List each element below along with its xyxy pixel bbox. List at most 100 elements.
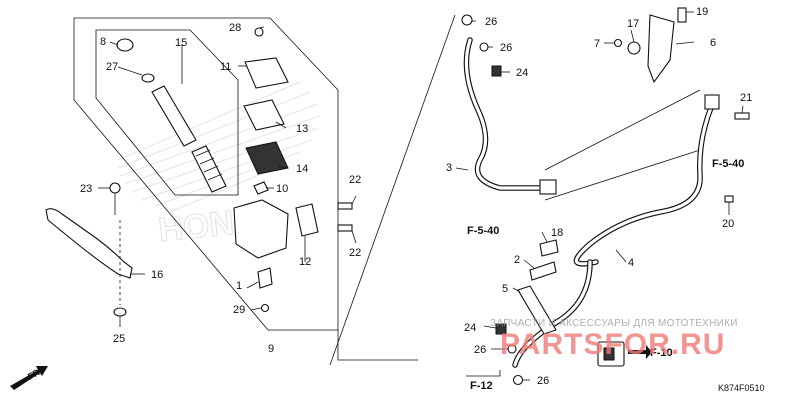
ref-f540-left: F-5-40 bbox=[467, 225, 499, 237]
callout-18: 18 bbox=[551, 227, 563, 239]
callout-26b: 26 bbox=[500, 42, 512, 54]
spring-coils bbox=[195, 149, 223, 181]
callout-11: 11 bbox=[220, 61, 231, 73]
piston-spring bbox=[191, 145, 227, 193]
link-line-to-hose bbox=[337, 330, 418, 361]
lever-pivot-bolt-head bbox=[109, 182, 121, 194]
divider-line bbox=[329, 14, 456, 366]
watermark-logo: PARTSFOR.RU bbox=[500, 328, 725, 361]
switch-screw bbox=[260, 303, 270, 313]
sealing-washer-bottom bbox=[512, 374, 524, 386]
callout-4: 4 bbox=[628, 257, 634, 269]
guide-line-lower bbox=[544, 149, 701, 201]
callout-21: 21 bbox=[740, 92, 752, 104]
callout-12: 12 bbox=[299, 256, 311, 268]
reservoir-cap bbox=[244, 57, 289, 89]
sealing-washer-top bbox=[461, 14, 473, 26]
ref-f540-right: F-5-40 bbox=[712, 158, 744, 170]
bracket-screw bbox=[677, 7, 687, 23]
hose-clamp-plate bbox=[517, 285, 557, 335]
master-cylinder-body bbox=[233, 199, 289, 259]
master-cylinder-frame bbox=[73, 17, 339, 331]
callout-7: 7 bbox=[594, 38, 600, 50]
diagram-code: K874F0510 bbox=[718, 383, 765, 393]
clamp-bolt-20 bbox=[724, 195, 734, 203]
hose-upper-fitting bbox=[704, 94, 720, 110]
oil-bolt-bottom bbox=[495, 323, 507, 335]
callout-17: 17 bbox=[627, 18, 639, 30]
brake-hoses bbox=[461, 7, 750, 386]
hose-clip bbox=[539, 239, 559, 257]
honda-watermark: HONDA bbox=[117, 81, 321, 250]
f10-arrow-icon bbox=[628, 345, 652, 359]
ref-f10: F-10 bbox=[650, 347, 673, 359]
sealing-washer-2 bbox=[479, 42, 489, 52]
f12-bracket bbox=[466, 370, 501, 377]
diaphragm bbox=[245, 141, 289, 175]
brake-lever-assembly bbox=[45, 182, 133, 317]
callout-26a: 26 bbox=[485, 16, 497, 28]
callout-5: 5 bbox=[502, 283, 508, 295]
watermark-tagline: ЗАПЧАСТИ И АКСЕССУАРЫ ДЛЯ МОТОТЕХНИКИ bbox=[490, 318, 738, 329]
piston bbox=[151, 85, 197, 147]
leader-lines bbox=[98, 11, 744, 381]
diaphragm-plate bbox=[243, 99, 285, 131]
cross-references: F-5-40 F-5-40 F-10 F-12 bbox=[466, 158, 744, 392]
guide-line-upper bbox=[544, 89, 701, 171]
callout-26c: 26 bbox=[474, 344, 486, 356]
piston-kit bbox=[116, 38, 227, 193]
piston-kit-frame bbox=[95, 29, 239, 196]
front-direction-indicator: FR. bbox=[10, 366, 48, 390]
callouts: 1 2 3 4 5 6 7 8 9 10 11 12 13 14 15 16 1… bbox=[80, 6, 752, 387]
callout-23: 23 bbox=[80, 183, 92, 195]
callout-2: 2 bbox=[514, 254, 520, 266]
callout-29: 29 bbox=[233, 304, 245, 316]
float-clip bbox=[253, 181, 269, 195]
reservoir-parts bbox=[233, 27, 353, 313]
callout-25: 25 bbox=[113, 333, 125, 345]
mc-holder bbox=[295, 203, 319, 237]
circlip bbox=[141, 73, 155, 83]
callout-9: 9 bbox=[268, 343, 274, 355]
brake-switch bbox=[257, 267, 273, 289]
assembly-frames bbox=[73, 14, 701, 366]
callout-24b: 24 bbox=[464, 322, 476, 334]
honda-wing-logo bbox=[117, 81, 321, 213]
callout-22b: 22 bbox=[349, 247, 361, 259]
callout-10: 10 bbox=[276, 183, 288, 195]
callout-3: 3 bbox=[446, 162, 452, 174]
callout-27: 27 bbox=[106, 61, 118, 73]
bracket-bolt bbox=[613, 38, 623, 48]
master-cylinder-frame-lower bbox=[73, 42, 300, 331]
hose-guide bbox=[529, 261, 557, 281]
callout-19: 19 bbox=[696, 6, 708, 18]
callout-8: 8 bbox=[100, 36, 106, 48]
hose-clamp-bracket bbox=[647, 14, 675, 84]
callout-13: 13 bbox=[296, 123, 308, 135]
callout-22a: 22 bbox=[349, 174, 361, 186]
site-watermark: ЗАПЧАСТИ И АКСЕССУАРЫ ДЛЯ МОТОТЕХНИКИ PA… bbox=[490, 318, 738, 361]
bracket-collar bbox=[627, 41, 641, 55]
callout-20: 20 bbox=[722, 218, 734, 230]
ref-f12: F-12 bbox=[470, 380, 493, 392]
caliper-bolt bbox=[603, 347, 615, 361]
callout-28: 28 bbox=[229, 22, 241, 34]
oil-bolt-top bbox=[491, 65, 502, 77]
holder-bolt-upper bbox=[337, 202, 353, 210]
brake-lever bbox=[45, 208, 133, 279]
front-arrow-icon bbox=[10, 366, 48, 390]
hose-joint-fitting bbox=[539, 179, 557, 195]
callout-1: 1 bbox=[236, 280, 242, 292]
callout-14: 14 bbox=[296, 163, 308, 175]
callout-16: 16 bbox=[151, 269, 163, 281]
dust-boot bbox=[116, 38, 134, 52]
holder-bolt-lower bbox=[337, 224, 353, 232]
callout-26d: 26 bbox=[537, 375, 549, 387]
callout-24a: 24 bbox=[516, 67, 528, 79]
cap-screw bbox=[254, 27, 264, 37]
clamp-bolt-21 bbox=[734, 112, 750, 120]
callout-6: 6 bbox=[710, 37, 716, 49]
lever-pivot-nut bbox=[113, 307, 127, 317]
callout-15: 15 bbox=[175, 37, 187, 49]
